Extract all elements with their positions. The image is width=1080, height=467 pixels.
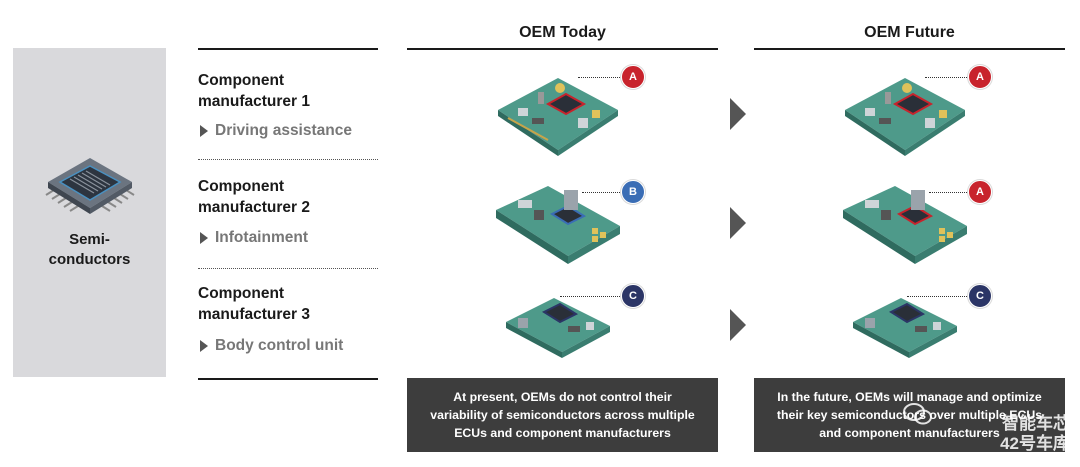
arrow-right-icon bbox=[730, 309, 746, 341]
circuit-board-icon bbox=[496, 186, 620, 264]
leader-line bbox=[907, 296, 967, 297]
arrow-right-icon bbox=[730, 207, 746, 239]
badge-future-1: A bbox=[968, 65, 992, 89]
divider-today bbox=[407, 48, 718, 50]
divider-bottom bbox=[198, 378, 378, 380]
badge-today-1: A bbox=[621, 65, 645, 89]
watermark-text: 智能车芯 42号车库 bbox=[1000, 414, 1070, 453]
triangle-icon bbox=[200, 232, 208, 244]
badge-today-2: B bbox=[621, 180, 645, 204]
column-title-today: OEM Today bbox=[519, 24, 606, 41]
leader-line bbox=[929, 192, 967, 193]
caption-future: In the future, OEMs will manage and opti… bbox=[754, 378, 1065, 452]
circuit-board-icon bbox=[843, 186, 967, 264]
divider-top bbox=[198, 48, 378, 50]
wechat-icon bbox=[903, 403, 932, 425]
component-sub-2: Infotainment bbox=[200, 229, 308, 247]
component-sub-3: Body control unit bbox=[200, 337, 343, 355]
component-name-3: Component manufacturer 3 bbox=[198, 285, 310, 323]
leader-line bbox=[560, 296, 620, 297]
arrow-right-icon bbox=[730, 98, 746, 130]
component-sub-label: Infotainment bbox=[215, 229, 308, 246]
semiconductor-label: Semi- conductors bbox=[48, 231, 131, 268]
divider-future bbox=[754, 48, 1065, 50]
triangle-icon bbox=[200, 340, 208, 352]
caption-today: At present, OEMs do not control their va… bbox=[407, 378, 718, 452]
divider-row-2 bbox=[198, 268, 378, 269]
leader-line bbox=[925, 77, 967, 78]
column-title-future: OEM Future bbox=[864, 24, 955, 41]
component-sub-label: Driving assistance bbox=[215, 122, 352, 139]
circuit-board-icon bbox=[498, 78, 618, 156]
component-name-2: Component manufacturer 2 bbox=[198, 178, 310, 216]
badge-today-3: C bbox=[621, 284, 645, 308]
circuit-board-icon bbox=[853, 298, 957, 358]
circuit-board-icon bbox=[845, 78, 965, 156]
circuit-board-icon bbox=[506, 298, 610, 358]
leader-line bbox=[578, 77, 620, 78]
divider-row-1 bbox=[198, 159, 378, 160]
triangle-icon bbox=[200, 125, 208, 137]
leader-line bbox=[582, 192, 620, 193]
component-sub-1: Driving assistance bbox=[200, 122, 352, 140]
badge-future-3: C bbox=[968, 284, 992, 308]
component-sub-label: Body control unit bbox=[215, 337, 344, 354]
component-name-1: Component manufacturer 1 bbox=[198, 72, 310, 110]
badge-future-2: A bbox=[968, 180, 992, 204]
chip-icon bbox=[45, 158, 135, 214]
